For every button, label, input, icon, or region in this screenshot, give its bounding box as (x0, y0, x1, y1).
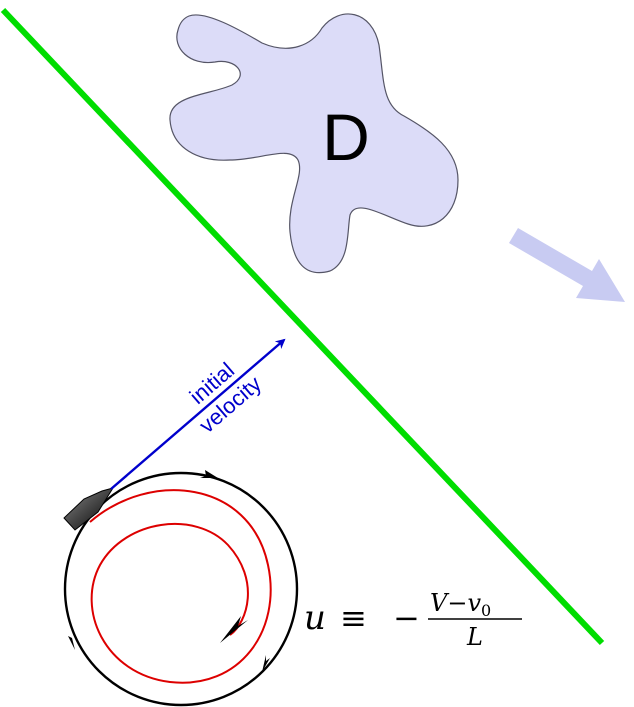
vessel (63, 487, 115, 531)
velocity-arrow (110, 338, 286, 490)
boundary-line (0, 7, 605, 646)
formula-sign: − (393, 599, 420, 637)
formula-lhs: u (304, 598, 326, 638)
orbit-arrow-left (68, 630, 75, 650)
formula-denominator: L (466, 623, 483, 651)
spiral-arrowhead (220, 616, 248, 643)
formula-numerator: V−v0 (430, 589, 491, 620)
region-d-shape (169, 13, 459, 274)
orbit-arrow-bottom (262, 655, 270, 672)
motion-arrow (509, 228, 625, 302)
inner-spiral (89, 489, 272, 684)
formula: u ≡ − V−v0 L (304, 589, 522, 651)
orbit-arrow-top (200, 470, 218, 478)
region-d-label: D (322, 100, 370, 174)
outer-orbit-circle (63, 471, 299, 707)
formula-op: ≡ (340, 599, 367, 637)
